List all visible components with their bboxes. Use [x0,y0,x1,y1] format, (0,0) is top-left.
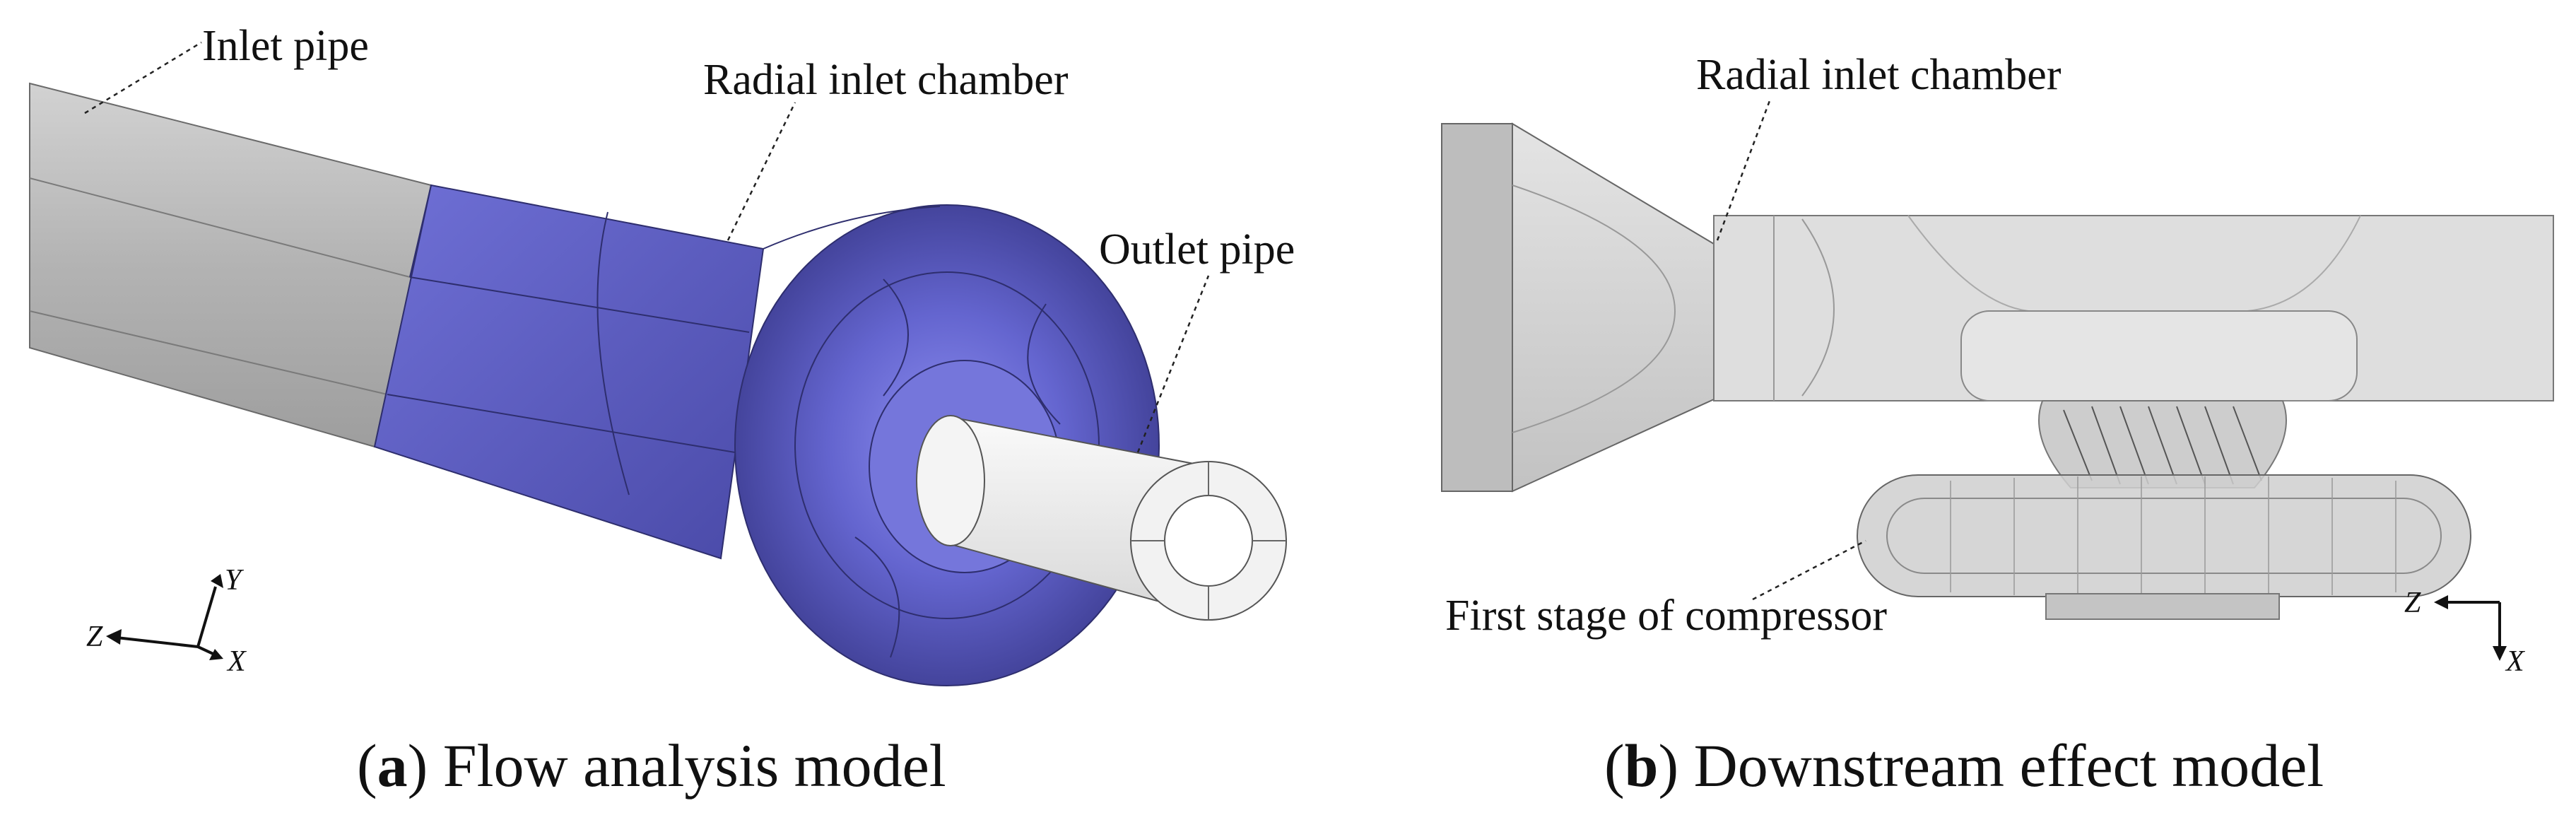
label-outlet-pipe: Outlet pipe [1099,225,1295,274]
caption-b-tag: b [1624,732,1659,799]
leader-outlet-pipe [1136,275,1210,453]
label-first-stage: First stage of compressor [1445,592,1888,640]
first-stage-torus [1857,474,2471,597]
inlet-block [1441,123,1513,492]
panel-a-model [29,82,1287,686]
caption-b-text: Downstream effect model [1693,732,2324,799]
label-radial-inlet-chamber-a: Radial inlet chamber [703,56,1069,104]
radial-inlet-chamber-shape [373,184,765,560]
caption-a: (a) Flow analysis model [357,732,946,799]
caption-a-text: Flow analysis model [442,732,946,799]
caption-b: (b) Downstream effect model [1604,732,2324,799]
caption-a-tag: a [377,732,408,799]
axis-triad-b [2434,595,2507,661]
axis-label-x-a: X [228,645,246,678]
axis-label-x-b: X [2506,645,2524,678]
axis-label-z-a: Z [86,621,103,653]
axis-label-z-b: Z [2404,587,2421,619]
leader-inlet-pipe [84,41,202,115]
axis-triad-a [106,574,223,660]
axis-label-y-a: Y [225,564,242,597]
label-radial-inlet-chamber-b: Radial inlet chamber [1696,51,2062,99]
label-inlet-pipe: Inlet pipe [202,22,369,70]
radial-chamber-cone [1512,122,1715,493]
leader-radial-chamber-a [727,102,796,241]
panel-b-model [1441,122,2554,620]
leader-first-stage [1752,539,1866,601]
inlet-pipe-shape [29,82,433,448]
